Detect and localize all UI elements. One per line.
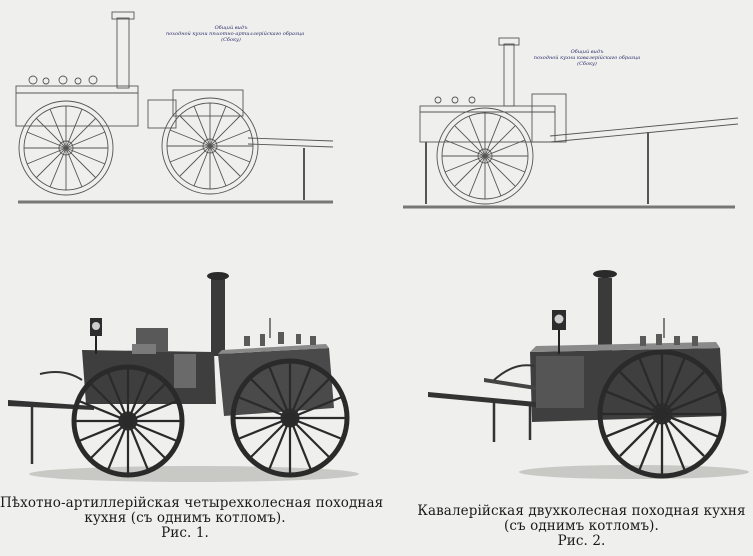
- caption-figure-1: Пѣхотно-артиллерійская четырехколесная п…: [0, 495, 384, 541]
- sketch-right-label-line3: (Сбоку): [577, 61, 597, 67]
- sketch-right-label-line2: походной кухни кавалерійскаго образца: [533, 55, 641, 61]
- engraving-four-wheel-drawing: [8, 272, 359, 482]
- caption-figure-2-line1: Кавалерійская двухколесная походная кухн…: [417, 503, 746, 519]
- caption-figure-1-line1: Пѣхотно-артиллерійская четырехколесная п…: [0, 495, 384, 511]
- caption-figure-1-line2: кухня (съ однимъ котломъ).: [84, 510, 286, 526]
- engraving-two-wheel-drawing: [428, 270, 749, 479]
- engraving-four-wheel-kitchen: [4, 268, 360, 490]
- sketch-left-label: Общий видъ походной кухни пѣхотно-артилл…: [166, 25, 304, 43]
- sketch-left-label-line2: походной кухни пѣхотно-артиллерійскаго о…: [166, 31, 305, 37]
- sketch-left-label-line3: (Сбоку): [221, 37, 241, 43]
- sketch-two-wheel-kitchen: Общий видъ походной кухни кавалерійскаго…: [400, 32, 745, 214]
- engraving-two-wheel-kitchen: [424, 266, 750, 488]
- sketch-right-label: Общий видъ походной кухни кавалерійскаго…: [528, 49, 646, 67]
- caption-figure-2-number: Рис. 2.: [557, 533, 606, 549]
- caption-figure-2: Кавалерійская двухколесная походная кухн…: [410, 504, 753, 549]
- sketch-four-wheel-drawing: [15, 11, 334, 204]
- sketch-four-wheel-kitchen: Общий видъ походной кухни пѣхотно-артилл…: [8, 8, 338, 213]
- sketch-two-wheel-drawing: [403, 37, 739, 209]
- sketch-right-label-line1: Общий видъ: [570, 49, 604, 55]
- sketch-left-label-line1: Общий видъ: [214, 25, 248, 31]
- caption-figure-2-line2: (съ однимъ котломъ).: [504, 518, 659, 534]
- caption-figure-1-number: Рис. 1.: [161, 525, 209, 541]
